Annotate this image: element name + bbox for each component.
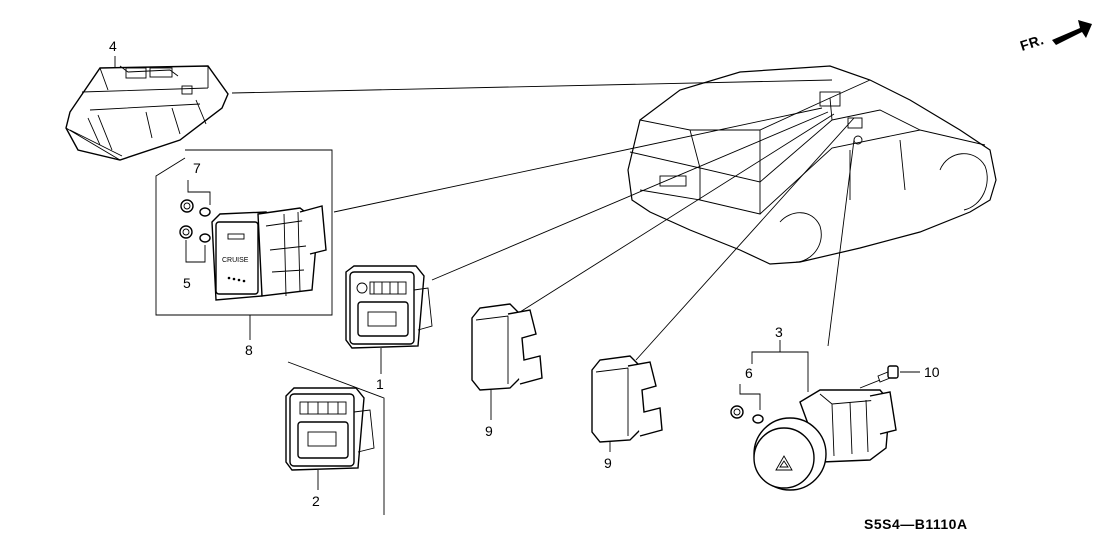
hazard-triangle-icon: [775, 455, 793, 471]
part-10-screw: [859, 365, 920, 389]
part-number-7: 7: [193, 160, 201, 176]
part-number-10: 10: [924, 364, 940, 380]
part-5-bulb: [179, 225, 211, 263]
part-number-2: 2: [312, 493, 320, 509]
part-8-cruise-switch: CRUISE: [211, 205, 327, 301]
cruise-label: CRUISE: [222, 257, 249, 264]
diagram-code: S5S4—B1110A: [864, 516, 968, 532]
part-number-4: 4: [109, 38, 117, 54]
part-number-9-right: 9: [604, 455, 612, 471]
part-number-3: 3: [775, 324, 783, 340]
part-8-group-bracket: [155, 149, 333, 340]
part-9-blank-cover-right: [591, 355, 663, 443]
part-3-hazard-switch: [753, 389, 897, 491]
part-number-9-left: 9: [485, 423, 493, 439]
part-7-bulb: [180, 180, 211, 217]
part-6-bulb: [730, 384, 764, 424]
front-direction-indicator: FR.: [1018, 20, 1092, 54]
part-number-5: 5: [183, 275, 191, 291]
front-direction-label: FR.: [1018, 31, 1046, 54]
part-1-switch: [345, 265, 433, 349]
part-number-8: 8: [245, 342, 253, 358]
part-2-switch: [285, 387, 375, 471]
part-number-6: 6: [745, 365, 753, 381]
part-number-1: 1: [376, 376, 384, 392]
vehicle-outline: [627, 65, 997, 265]
part-9-blank-cover-left: [471, 303, 543, 391]
part-4-map-light: [65, 65, 229, 161]
front-arrow-icon: [1052, 20, 1092, 45]
